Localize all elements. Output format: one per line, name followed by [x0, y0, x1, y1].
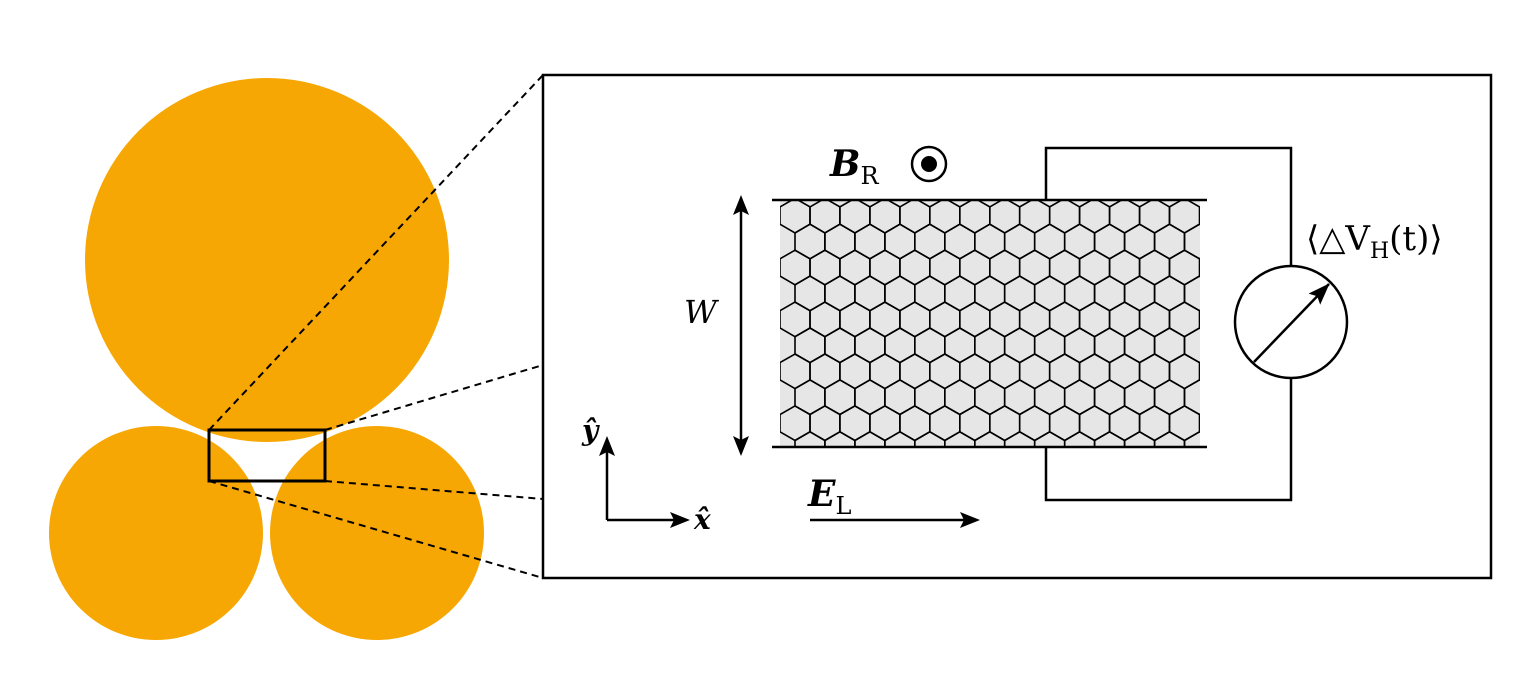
small-sphere-left: [49, 426, 263, 640]
small-sphere-right: [270, 426, 484, 640]
electric-field-label: EL: [807, 473, 851, 520]
zoom-lines: [208, 74, 544, 579]
circuit-wires: [1044, 146, 1293, 502]
width-label: W: [684, 293, 720, 331]
y-axis-arrowhead: [599, 436, 615, 456]
lattice-hexagon: [1183, 430, 1200, 447]
magnetic-field-label: BR: [829, 143, 879, 190]
x-axis-label: x̂: [693, 503, 711, 536]
zoom-region-box: [207, 428, 327, 483]
x-axis-arrowhead: [670, 512, 690, 528]
coordinate-axes: [605, 445, 680, 522]
large-sphere: [85, 78, 449, 442]
hall-voltage-label: ⟨△VH(t)⟩: [1306, 219, 1443, 264]
width-arrow: [733, 195, 749, 456]
out-of-plane-dot-icon: [910, 145, 948, 183]
y-axis-label: ŷ: [581, 414, 600, 447]
honeycomb-lattice: [780, 200, 1200, 447]
voltmeter-icon: [1233, 264, 1349, 380]
electric-field-arrowhead: [960, 512, 980, 528]
